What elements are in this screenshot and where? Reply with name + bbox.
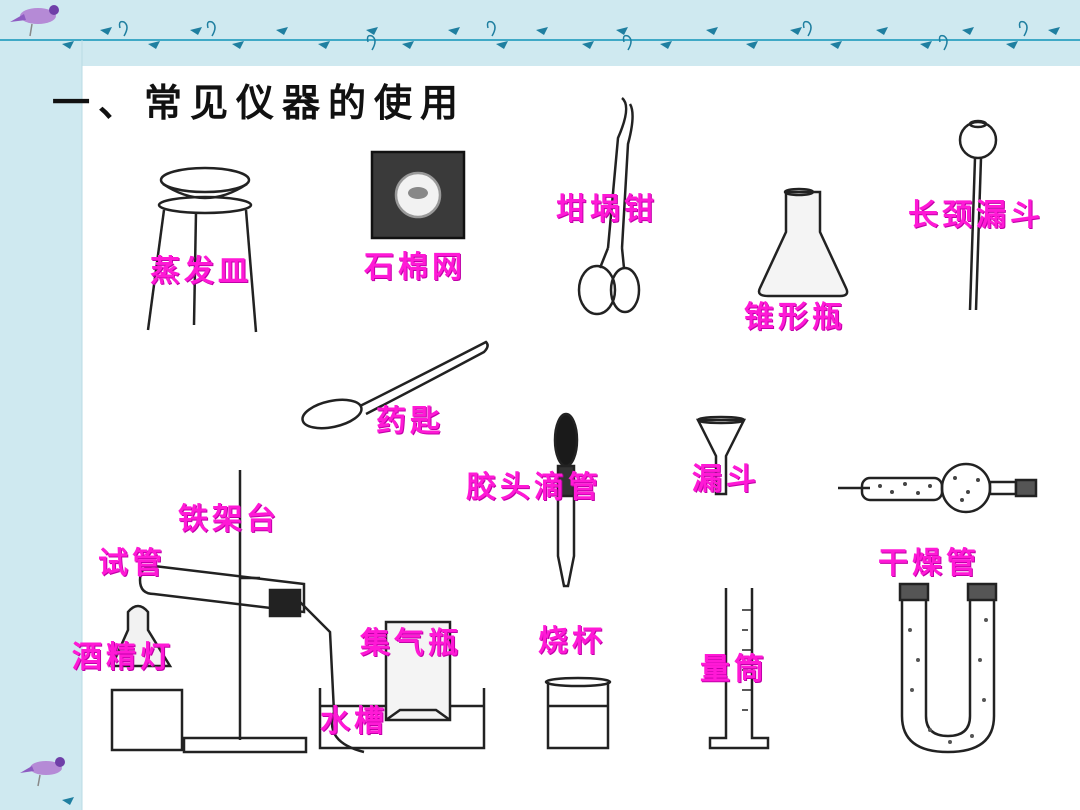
crucible-tongs-drawing (577, 97, 641, 316)
bird-icon (10, 5, 59, 37)
label-spoon: 药匙 (376, 404, 444, 439)
label-iron-stand: 铁架台 (178, 502, 280, 537)
label-asbestos-gauze: 石棉网 (364, 250, 466, 285)
label-dropper: 胶头滴管 (466, 470, 602, 505)
label-gas-jar: 集气瓶 (360, 626, 462, 661)
alcohol-lamp-drawing (110, 604, 184, 752)
swirl-ornaments (118, 20, 1028, 51)
label-alcohol-lamp: 酒精灯 (72, 640, 174, 675)
spoon-drawing (301, 340, 489, 430)
beaker-drawing (544, 676, 612, 750)
dropper-drawing (553, 412, 579, 588)
ornament-row (62, 27, 1060, 49)
label-graduated-cylinder: 量筒 (700, 652, 768, 687)
u-tube-drawing (898, 582, 998, 754)
asbestos-gauze-drawing (370, 150, 466, 240)
long-neck-funnel-drawing (958, 119, 998, 311)
drying-tube-drawing (838, 462, 1038, 514)
header-band (0, 0, 1080, 66)
label-drying-tube: 干燥管 (878, 546, 980, 581)
bird-icon (20, 757, 65, 787)
left-band (0, 66, 82, 810)
funnel-drawing (695, 415, 747, 496)
label-crucible-tongs: 坩埚钳 (556, 192, 658, 227)
label-test-tube: 试管 (98, 546, 166, 581)
gas-jar-drawing (384, 620, 452, 722)
page-title: 一、常见仪器的使用 (52, 81, 467, 125)
label-evaporating-dish: 蒸发皿 (150, 254, 252, 289)
label-water-trough: 水槽 (320, 704, 388, 739)
tripod-with-evaporating-dish-drawing (146, 166, 258, 333)
graduated-cylinder-drawing (708, 588, 770, 750)
conical-flask-drawing (757, 187, 849, 298)
label-long-neck-funnel: 长颈漏斗 (908, 198, 1044, 233)
label-beaker: 烧杯 (538, 624, 606, 659)
label-conical-flask: 锥形瓶 (744, 300, 846, 335)
label-funnel: 漏斗 (692, 462, 760, 497)
